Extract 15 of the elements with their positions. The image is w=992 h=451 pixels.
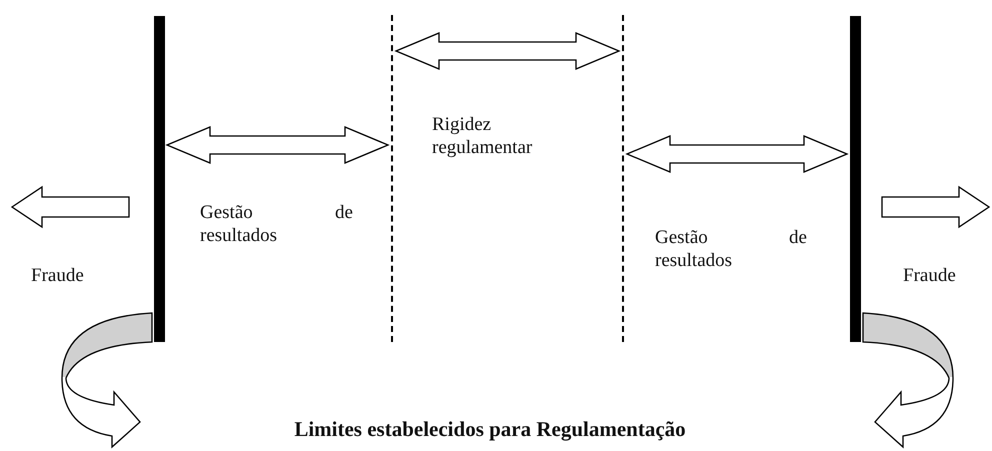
- dashed-boundary-line: [391, 15, 394, 342]
- thick-boundary-bar: [850, 16, 861, 342]
- dashed-boundary-line: [622, 15, 625, 342]
- double-block-arrow: [165, 126, 390, 164]
- curved-block-arrow: [862, 312, 954, 448]
- zone-label: Fraude: [903, 264, 957, 287]
- zone-label: Gestão de resultados: [655, 226, 807, 272]
- zone-label: Rigidez regulamentar: [432, 113, 534, 159]
- thick-boundary-bar: [154, 16, 165, 342]
- double-block-arrow: [394, 32, 621, 70]
- bottom-heading: Limites estabelecidos para Regulamentação: [293, 418, 687, 441]
- curved-block-arrow: [61, 312, 153, 448]
- zone-label: Fraude: [31, 264, 85, 287]
- zone-label: Gestão de resultados: [200, 201, 353, 247]
- double-block-arrow: [625, 135, 849, 173]
